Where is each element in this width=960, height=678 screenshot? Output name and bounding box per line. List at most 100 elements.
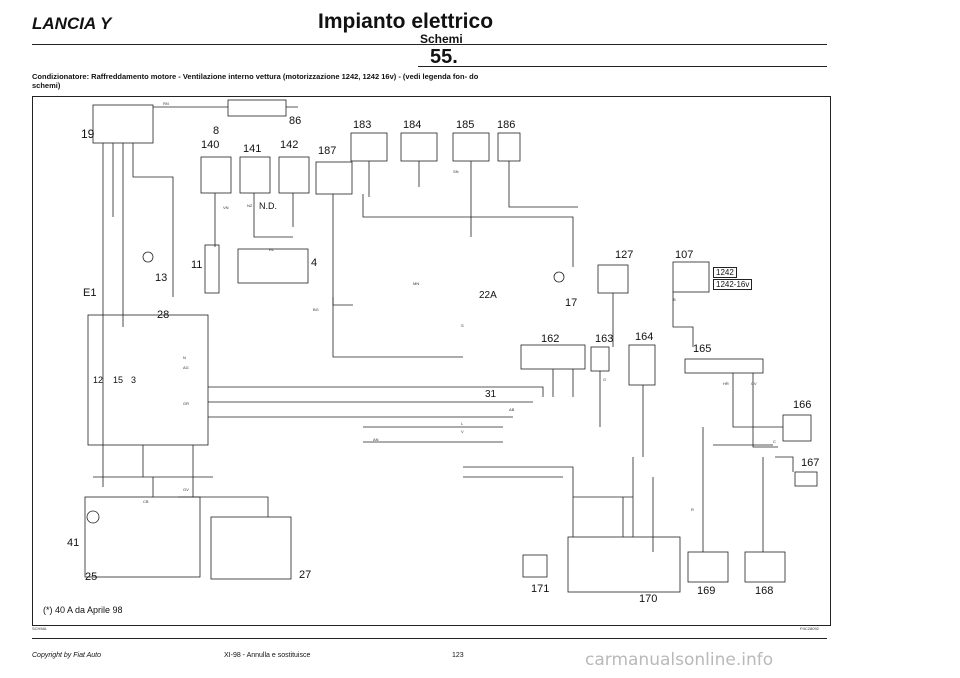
wire-label-ab: AB [509, 407, 515, 412]
wire-label-g: G [603, 377, 607, 382]
wire-label-bg: BG [313, 307, 319, 312]
label-127: 127 [615, 249, 634, 261]
wiring-diagram [84, 99, 818, 593]
label-8: 8 [213, 125, 220, 137]
wire-label-mn: MN [413, 281, 420, 286]
module-162 [520, 344, 586, 370]
footer-copyright: Copyright by Fiat Auto [32, 652, 101, 659]
label-141: 141 [243, 143, 262, 155]
label-11: 11 [191, 259, 203, 271]
header-rule [32, 44, 827, 45]
connector-8 [227, 99, 287, 117]
relay-127 [597, 264, 629, 294]
motor-17 [553, 271, 565, 283]
relay-183 [350, 132, 388, 162]
wire-label-rl: RL [269, 247, 275, 252]
switch-166 [782, 414, 812, 442]
label-186: 186 [497, 119, 516, 131]
label-184: 184 [403, 119, 422, 131]
wire-label-l: L [461, 421, 464, 426]
label-170: 170 [639, 593, 658, 605]
label-86: 86 [289, 115, 302, 127]
label-168: 168 [755, 585, 774, 597]
motor-13 [142, 251, 154, 263]
label-185: 185 [456, 119, 475, 131]
diagram-note: (*) 40 A da Aprile 98 [43, 605, 123, 615]
resistor-165 [684, 358, 764, 374]
wire-label-ag: AG [183, 365, 189, 370]
module-163 [590, 346, 610, 372]
wire-label-cv: CV [751, 381, 757, 386]
label-25: 25 [85, 571, 98, 583]
relay-168 [744, 551, 786, 583]
label-162: 162 [541, 333, 560, 345]
wire-label-v: V [461, 429, 464, 434]
relay-107 [672, 261, 710, 293]
unit-170 [567, 536, 681, 593]
engine-tag-1242-16v: 1242-16v [713, 279, 753, 290]
wire-label-b: B [673, 297, 676, 302]
label-4: 4 [311, 257, 318, 269]
wire-label-gv: GV [183, 487, 189, 492]
relay-169 [687, 551, 729, 583]
label-19: 19 [81, 127, 95, 141]
module-164 [628, 344, 656, 386]
fuse-186 [497, 132, 521, 162]
unit-25 [84, 496, 201, 578]
unit-27 [210, 516, 292, 580]
page-title: Impianto elettrico [318, 10, 494, 33]
diagram-caption: Condizionatore: Raffreddamento motore - … [32, 72, 479, 90]
wire-label-hr: HR [723, 381, 729, 386]
wiring-diagram-frame: 19 8 86 140 141 142 187 183 184 185 186 … [32, 96, 831, 626]
label-169: 169 [697, 585, 716, 597]
relay-187 [315, 161, 353, 195]
wire-label-nz: NZ [247, 203, 253, 208]
motor-171 [522, 554, 548, 578]
label-12: 12 [93, 375, 104, 385]
page-subtitle: Schemi [420, 32, 463, 46]
label-31: 31 [485, 389, 497, 400]
diagram-code-left: SCHMA [32, 626, 47, 631]
motor-41 [86, 510, 100, 524]
wire-label-vn: VN [223, 205, 229, 210]
fuse-block-11 [204, 244, 220, 294]
label-17: 17 [565, 297, 578, 309]
footer-edition: XI-98 - Annulla e sostituisce [224, 652, 311, 659]
label-e1: E1 [83, 287, 97, 299]
connector-4 [237, 248, 309, 284]
relay-184 [400, 132, 438, 162]
wire-label-rn: RN [163, 101, 169, 106]
label-41: 41 [67, 537, 80, 549]
label-140: 140 [201, 139, 220, 151]
label-142: 142 [280, 139, 299, 151]
wire-label-sn: SN [453, 169, 459, 174]
wire-label-nd: N.D. [259, 201, 277, 211]
footer-rule [32, 638, 827, 639]
section-rule [418, 66, 827, 67]
label-28: 28 [157, 309, 170, 321]
wire-label-an: AN [373, 437, 379, 442]
label-107: 107 [675, 249, 694, 261]
diagram-code-right: P4C28092 [800, 626, 819, 631]
label-171: 171 [531, 583, 550, 595]
wire-label-gr: GR [183, 401, 189, 406]
connector-167 [794, 471, 818, 487]
wire-label-cb: CB [143, 499, 149, 504]
label-22a: 22A [479, 290, 497, 301]
diagram-wires [84, 99, 818, 593]
control-unit-e1 [87, 314, 209, 446]
relay-141 [239, 156, 271, 194]
label-27: 27 [299, 569, 312, 581]
wire-label-n: N [183, 355, 186, 360]
relay-185 [452, 132, 490, 162]
label-15: 15 [113, 375, 124, 385]
label-13: 13 [155, 272, 168, 284]
label-167: 167 [801, 457, 820, 469]
label-187: 187 [318, 145, 337, 157]
relay-140 [200, 156, 232, 194]
wire-label-c: C [773, 439, 776, 444]
label-164: 164 [635, 331, 654, 343]
label-166: 166 [793, 399, 812, 411]
wire-label-s: S [461, 323, 464, 328]
watermark: carmanualsonline.info [585, 650, 774, 670]
